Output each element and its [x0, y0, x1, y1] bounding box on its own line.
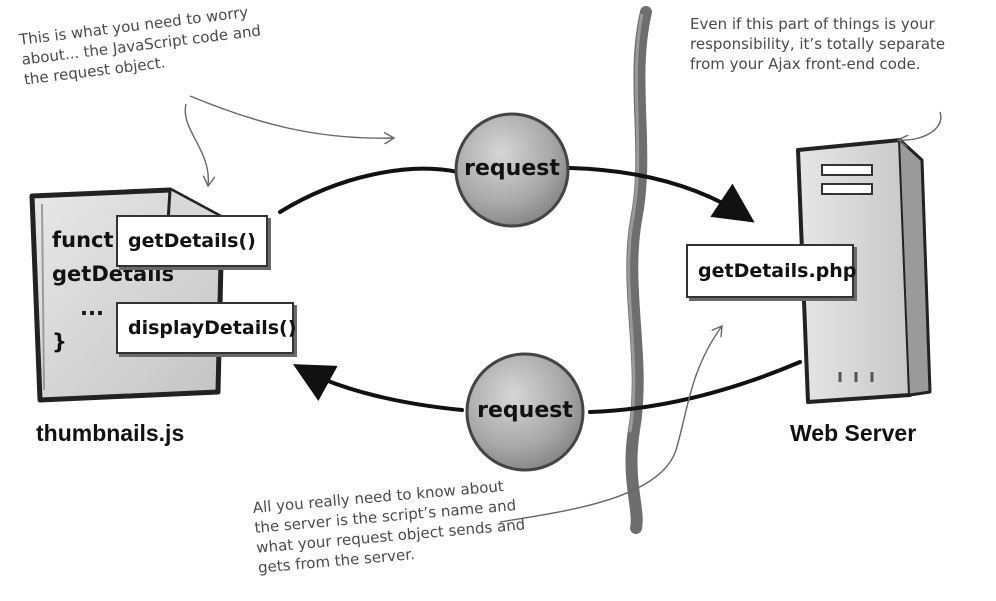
- incoming-request-label: request: [477, 398, 573, 423]
- code-line: funct: [52, 228, 114, 252]
- incoming-request-arrow-head: [292, 364, 464, 412]
- note-arrow-to-script: [499, 326, 722, 523]
- client-file-name: thumbnails.js: [36, 420, 185, 446]
- note-line: Even if this part of things is your: [690, 15, 935, 33]
- outgoing-request-label: request: [464, 156, 560, 181]
- note-arrow-to-request: [189, 95, 394, 138]
- request-bubble-in: [465, 352, 585, 472]
- server-script-box: getDetails.php: [686, 244, 856, 298]
- code-line: ...: [80, 296, 104, 320]
- incoming-request-arrow: [588, 360, 802, 414]
- function-box-getdetails: getDetails(): [116, 215, 268, 267]
- server-name: Web Server: [790, 420, 917, 446]
- request-bubble-out: [454, 112, 570, 228]
- note-arrow-to-code: [184, 103, 208, 186]
- note-line: from your Ajax front-end code.: [690, 55, 921, 73]
- note-top-right: Even if this part of things is your resp…: [690, 14, 945, 74]
- code-line: }: [52, 330, 67, 354]
- client-server-divider: [625, 6, 652, 534]
- note-line: responsibility, it’s totally separate: [690, 35, 946, 53]
- server-tower-icon: [796, 138, 932, 404]
- function-box-displaydetails: displayDetails(): [116, 302, 296, 354]
- note-arrow-to-server: [898, 111, 942, 140]
- outgoing-request-arrow-head: [568, 166, 755, 223]
- outgoing-request-arrow: [278, 166, 460, 214]
